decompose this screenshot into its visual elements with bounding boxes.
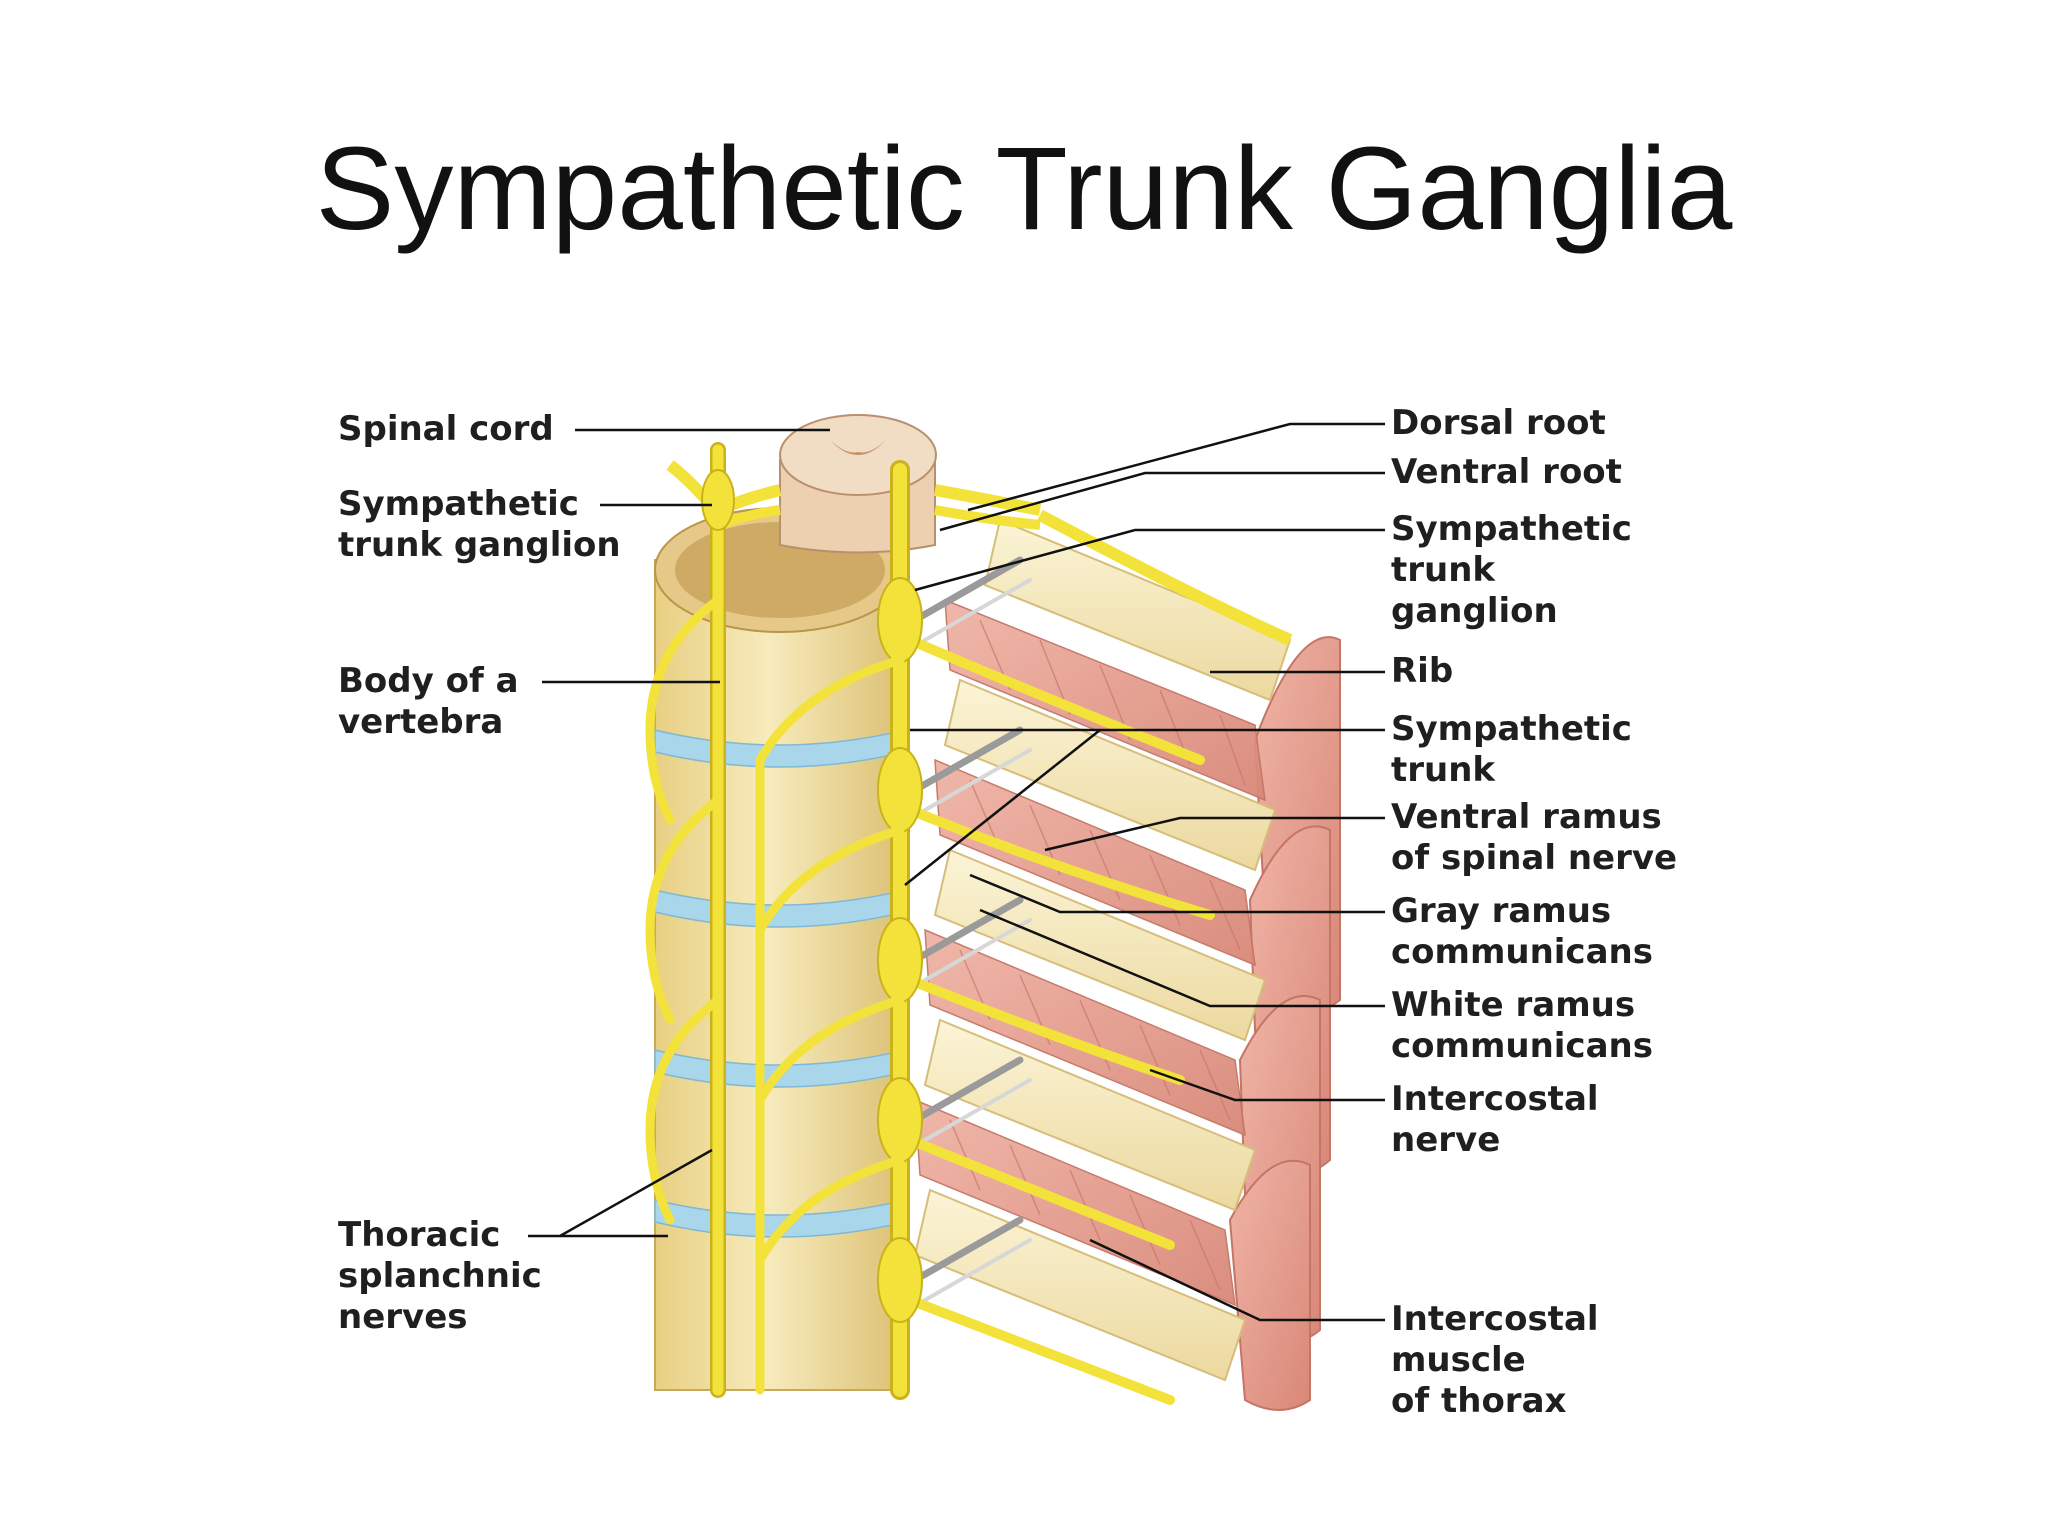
leader-gray-ramus — [969, 873, 1385, 914]
intercostal-muscle-caps — [1228, 636, 1341, 1411]
left-trunk-ganglion — [701, 469, 735, 531]
label-intercostal-muscle: Intercostal muscle of thorax — [1391, 1299, 1599, 1421]
label-rib: Rib — [1391, 651, 1454, 691]
label-dorsal-root: Dorsal root — [1391, 403, 1606, 443]
spinal-nerve-top — [1037, 509, 1293, 646]
vertebral-column — [654, 507, 906, 1391]
label-ventral-root: Ventral root — [1391, 452, 1622, 492]
rib-cage — [913, 518, 1341, 1411]
spinal-cord-gray-matter — [830, 440, 886, 455]
intercostal-nerves — [905, 635, 1215, 1405]
label-thoracic-splanchnic-nerves: Thoracic splanchnic nerves — [338, 1215, 542, 1337]
label-body-of-vertebra: Body of a vertebra — [338, 661, 519, 742]
leader-intercostal-nerve — [1149, 1068, 1385, 1102]
label-sympathetic-trunk-ganglion-left: Sympathetic trunk ganglion — [338, 484, 621, 565]
label-sympathetic-trunk: Sympathetic trunk — [1391, 709, 1632, 790]
label-intercostal-nerve: Intercostal nerve — [1391, 1079, 1599, 1160]
vertebral-body-column — [654, 559, 906, 1391]
leader-dorsal-root — [967, 422, 1385, 512]
leader-intercostal-muscle — [1089, 1238, 1385, 1322]
trunk-ganglia — [877, 577, 923, 1323]
leader-lines — [528, 422, 1385, 1322]
splanchnic-nerves — [645, 595, 905, 1395]
label-ventral-ramus: Ventral ramus of spinal nerve — [1391, 797, 1678, 878]
leader-sympathetic-trunk-ganglion-right — [914, 528, 1385, 592]
slide-title: Sympathetic Trunk Ganglia — [315, 123, 1733, 255]
rami-communicantes — [911, 556, 1024, 1284]
leader-ventral-root — [939, 471, 1385, 532]
sympathetic-nervous-structures — [645, 442, 1215, 1405]
label-sympathetic-trunk-ganglion-right: Sympathetic trunk ganglion — [1391, 509, 1632, 631]
label-white-ramus: White ramus communicans — [1391, 985, 1653, 1066]
leader-white-ramus — [979, 908, 1385, 1008]
label-gray-ramus: Gray ramus communicans — [1391, 891, 1653, 972]
label-spinal-cord: Spinal cord — [338, 409, 554, 449]
leader-ventral-ramus — [1044, 816, 1385, 852]
leader-sympathetic-trunk-2 — [904, 729, 1101, 886]
